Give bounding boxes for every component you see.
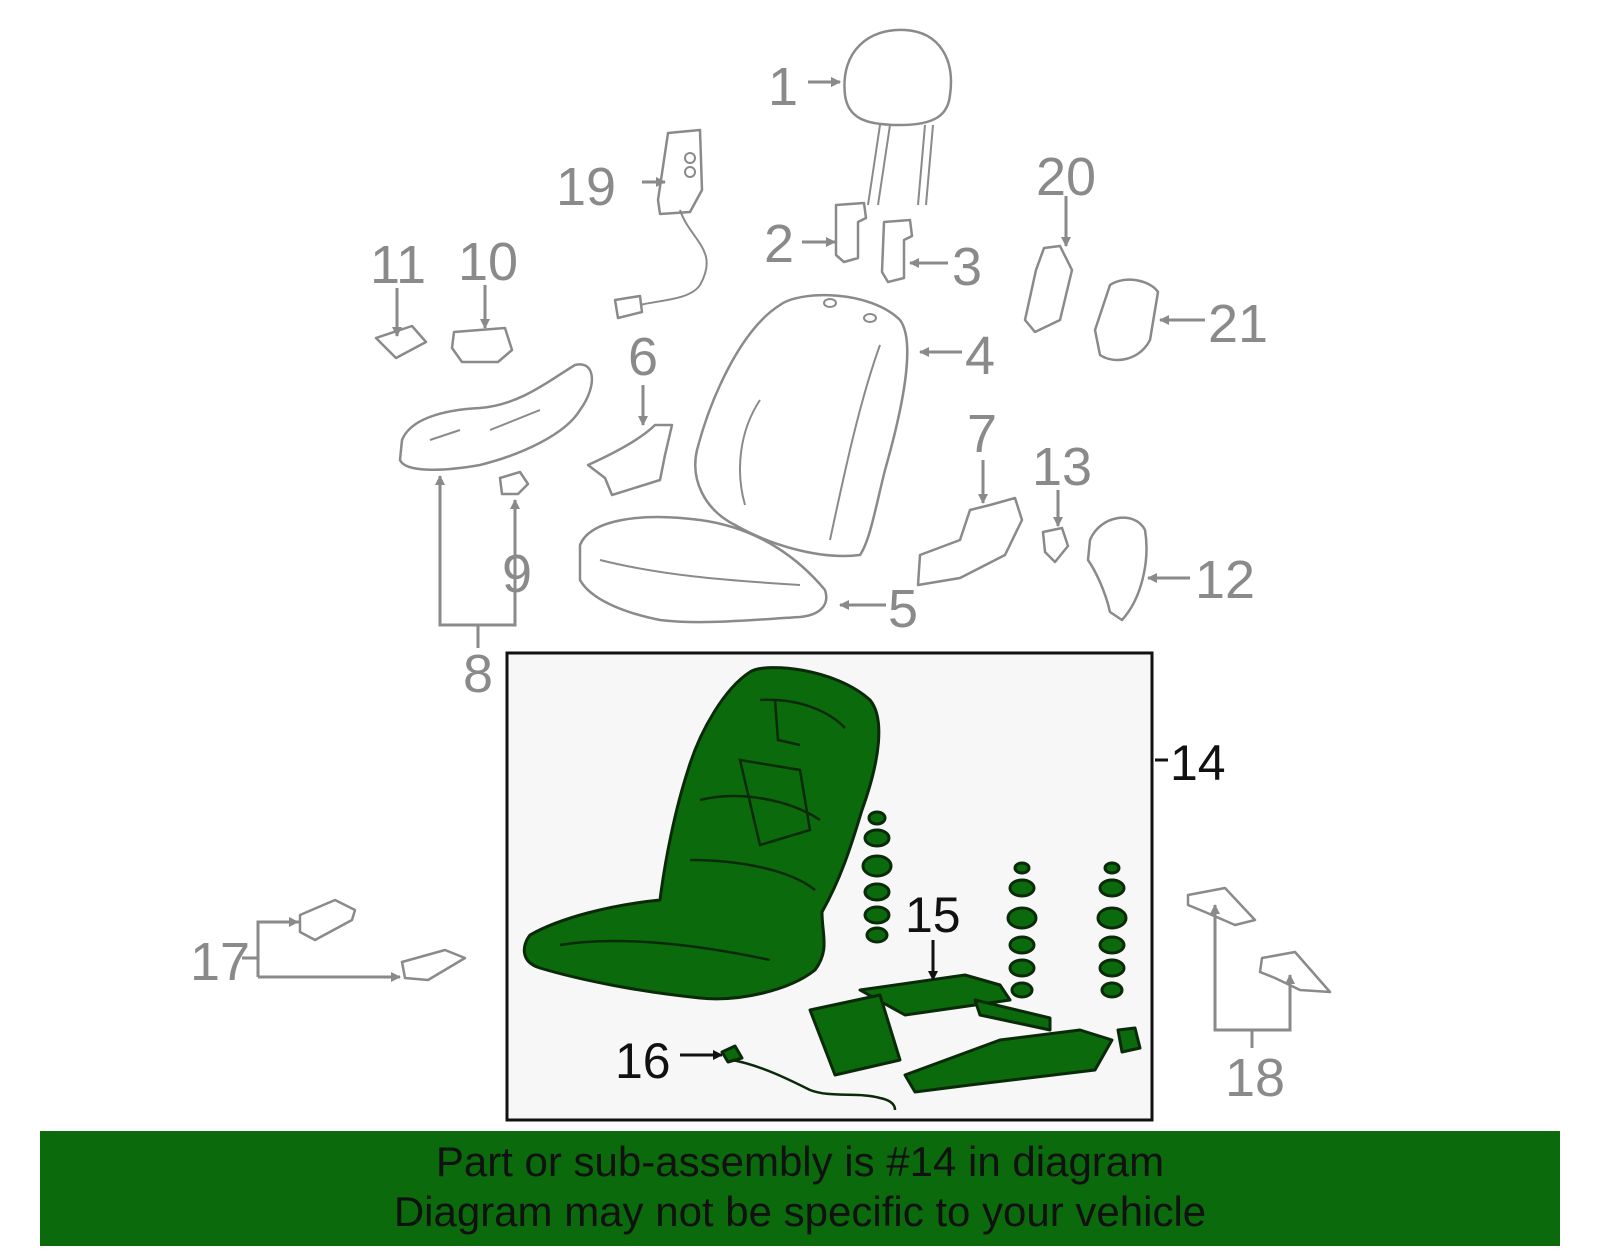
- part-1-headrest: [843, 28, 953, 206]
- part-21-cover: [1093, 278, 1160, 362]
- callout-8: 8: [463, 644, 493, 704]
- parts-diagram: 1 19 2 3 20 21 11 10 4 6 7 13 9 12 5 8 1…: [190, 28, 1332, 1122]
- callout-7: 7: [967, 404, 997, 464]
- callout-11: 11: [370, 235, 426, 295]
- part-12-cover: [1086, 516, 1148, 622]
- highlighted-seat-rails: [720, 973, 1142, 1111]
- part-8-side-cover: [398, 363, 594, 471]
- callout-4: 4: [965, 326, 995, 386]
- info-banner: Part or sub-assembly is #14 in diagram D…: [40, 1131, 1560, 1246]
- part-5-seat-cushion: [578, 515, 828, 624]
- callout-12: 12: [1195, 550, 1255, 610]
- callout-3: 3: [952, 237, 982, 297]
- part-2-guide: [834, 201, 868, 264]
- callout-labels: 1 19 2 3 20 21 11 10 4 6 7 13 9 12 5 8 1…: [190, 57, 1285, 1108]
- callout-1: 1: [768, 57, 798, 117]
- part-10-knob: [450, 326, 514, 364]
- part-4-seat-back: [694, 293, 909, 558]
- callout-13: 13: [1032, 437, 1092, 497]
- part-11-knob: [374, 324, 428, 360]
- part-19-switch: [613, 128, 708, 320]
- callout-17: 17: [190, 932, 250, 992]
- callout-6: 6: [628, 327, 658, 387]
- callout-21: 21: [1208, 294, 1268, 354]
- banner-line-2: Diagram may not be specific to your vehi…: [393, 1188, 1207, 1235]
- callout-9: 9: [502, 544, 532, 604]
- part-7-bracket: [916, 496, 1024, 587]
- part-18-covers: [1186, 886, 1332, 994]
- banner-line-1: Part or sub-assembly is #14 in diagram: [435, 1138, 1165, 1185]
- callout-16: 16: [615, 1033, 671, 1089]
- callout-14: 14: [1170, 735, 1226, 791]
- highlighted-seat-frame: [522, 666, 881, 1001]
- part-13-clip: [1041, 526, 1070, 564]
- callout-5: 5: [888, 579, 918, 639]
- callout-18: 18: [1225, 1048, 1285, 1108]
- highlighted-bushings: [861, 810, 1128, 999]
- callout-10: 10: [458, 232, 518, 292]
- leader-lines: [242, 77, 1295, 1060]
- part-6-bracket: [586, 423, 674, 497]
- callout-19: 19: [556, 157, 616, 217]
- part-20-cover: [1023, 244, 1074, 334]
- part-3-guide: [880, 218, 914, 284]
- callout-20: 20: [1036, 147, 1096, 207]
- callout-2: 2: [764, 214, 794, 274]
- part-9-clip: [498, 470, 530, 496]
- callout-15: 15: [905, 887, 961, 943]
- part-17-covers: [298, 898, 467, 982]
